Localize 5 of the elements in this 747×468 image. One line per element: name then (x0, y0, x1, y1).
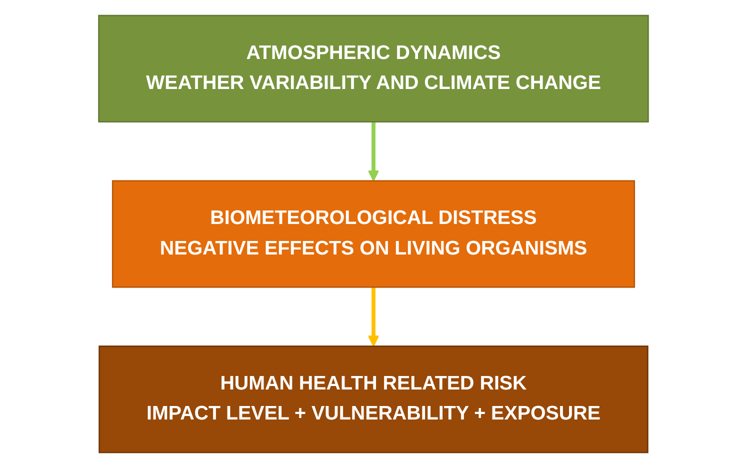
node-box: BIOMETEOROLOGICAL DISTRESS NEGATIVE EFFECTS ON LIVING ORGANISMS (112, 180, 636, 288)
node-box: HUMAN HEALTH RELATED RISK IMPACT LEVEL + VULNERABILITY + EXPOSURE (98, 346, 648, 454)
arrow (368, 122, 380, 182)
node-box: ATMOSPHERIC DYNAMICS WEATHER VARIABILITY AND CLIMATE CHANGE (98, 14, 649, 122)
arrow (368, 287, 380, 347)
